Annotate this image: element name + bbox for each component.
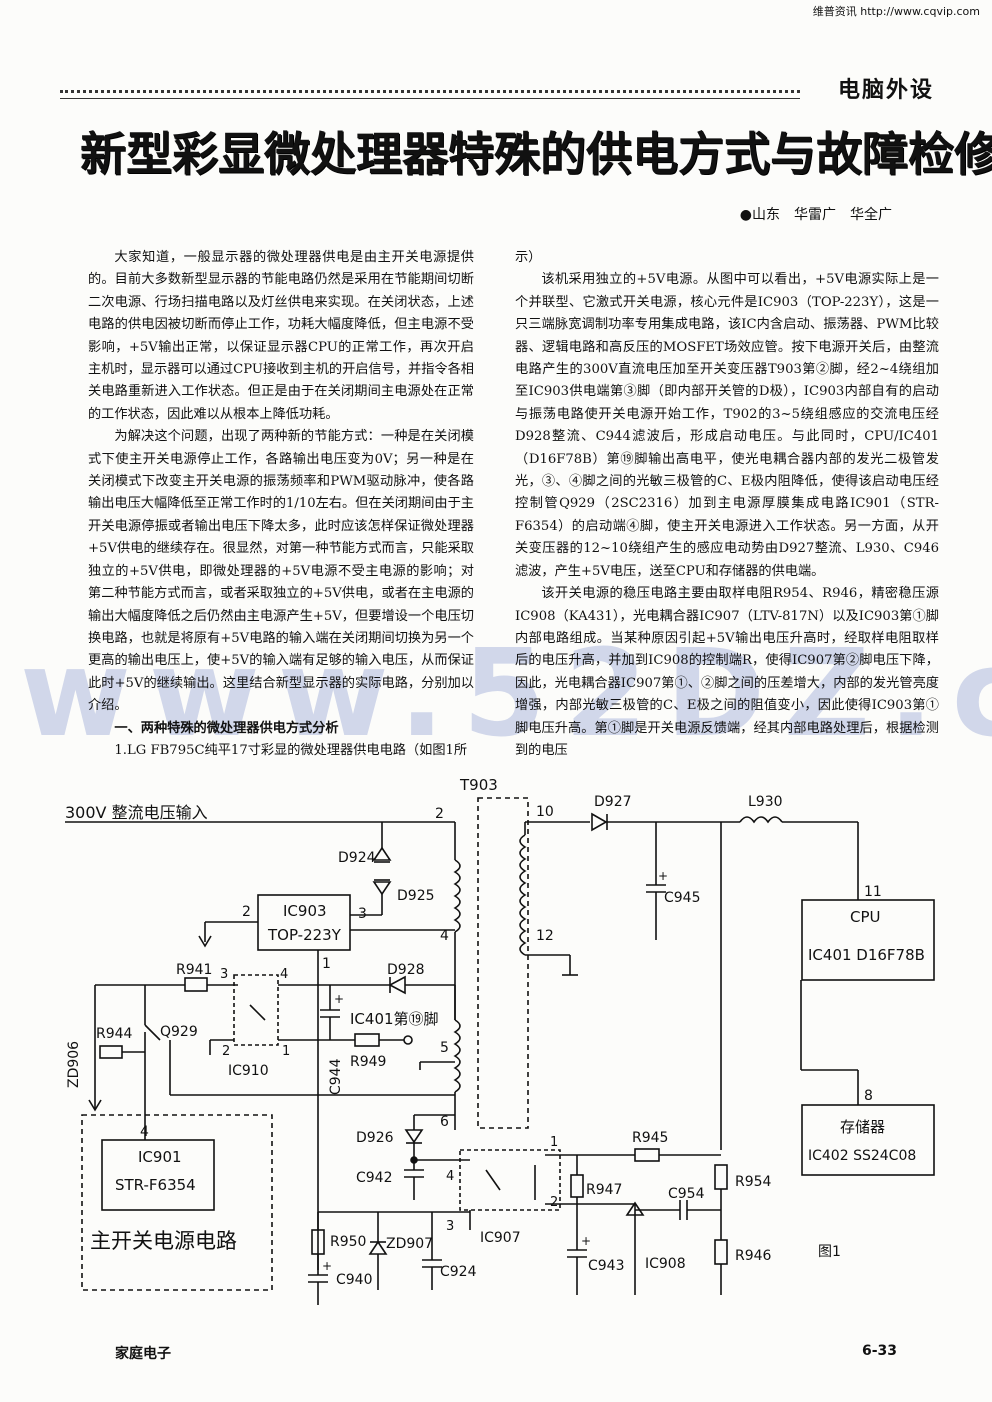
svg-text:2: 2 <box>242 904 251 920</box>
svg-text:+: + <box>581 1234 591 1248</box>
svg-text:CPU: CPU <box>850 908 881 926</box>
svg-text:R949: R949 <box>350 1054 386 1070</box>
paragraph: 大家知道，一般显示器的微处理器供电是由主开关电源提供的。目前大多数新型显示器的节… <box>88 250 474 422</box>
svg-text:2: 2 <box>550 1195 558 1210</box>
authors: ●山东 华雷广 华全广 <box>739 207 892 223</box>
svg-text:IC907: IC907 <box>480 1230 521 1246</box>
svg-text:STR-F6354: STR-F6354 <box>115 1176 196 1194</box>
svg-text:C944: C944 <box>328 1058 344 1095</box>
svg-text:C954: C954 <box>668 1186 705 1202</box>
circuit-schematic: 300V 整流电压输入 T903 2 4 5 6 10 12 D927 L930… <box>65 776 935 1305</box>
cpu-block <box>801 899 935 981</box>
svg-text:ZD907: ZD907 <box>386 1236 433 1252</box>
svg-text:12: 12 <box>536 928 554 944</box>
magazine-name: 家庭电子 <box>115 1346 171 1362</box>
section-heading: 一、两种特殊的微处理器供电方式分析 <box>114 720 339 736</box>
article-title: 新型彩显微处理器特殊的供电方式与故障检修 <box>80 127 992 181</box>
paragraph: 该开关电源的稳压电路主要由取样电阻R954、R946，精密稳压源IC908（KA… <box>515 586 939 758</box>
svg-text:3: 3 <box>446 1219 454 1234</box>
svg-text:R941: R941 <box>176 962 212 978</box>
right-column: 示） 该机采用独立的+5V电源。从图中可以看出，+5V电源实际上是一个并联型、它… <box>515 247 939 762</box>
svg-text:1: 1 <box>550 1135 558 1150</box>
svg-text:5: 5 <box>440 1040 449 1056</box>
page-number: 6-33 <box>861 1343 897 1359</box>
svg-text:2: 2 <box>222 1044 230 1059</box>
svg-text:C945: C945 <box>664 890 701 906</box>
svg-text:D926: D926 <box>356 1130 394 1146</box>
svg-text:2: 2 <box>435 806 444 822</box>
svg-text:图1: 图1 <box>818 1244 841 1260</box>
source-watermark: 维普资讯 http://www.cqvip.com <box>812 5 980 18</box>
svg-text:L930: L930 <box>748 794 783 810</box>
svg-text:IC401 D16F78B: IC401 D16F78B <box>808 946 925 964</box>
svg-text:主开关电源电路: 主开关电源电路 <box>90 1229 237 1253</box>
svg-text:D924: D924 <box>338 850 376 866</box>
paragraph: 1.LG FB795C纯平17寸彩显的微处理器供电电路（如图1所 <box>114 742 468 758</box>
ic901-block <box>101 1139 215 1211</box>
svg-text:4: 4 <box>446 1169 454 1184</box>
svg-text:存储器: 存储器 <box>840 1118 885 1136</box>
svg-text:R944: R944 <box>96 1026 133 1042</box>
left-column: 大家知道，一般显示器的微处理器供电是由主开关电源提供的。目前大多数新型显示器的节… <box>88 247 474 762</box>
paragraph: 为解决这个问题，出现了两种新的节能方式：一种是在关闭模式下使主开关电源停止工作，… <box>88 429 474 714</box>
svg-text:D925: D925 <box>397 888 435 904</box>
main-psu-dashed-box <box>81 1114 273 1291</box>
svg-text:D928: D928 <box>387 962 425 978</box>
svg-text:6: 6 <box>440 1114 449 1130</box>
svg-text:IC401第⑲脚: IC401第⑲脚 <box>350 1010 439 1028</box>
svg-text:4: 4 <box>140 1124 149 1140</box>
svg-text:D927: D927 <box>594 794 632 810</box>
svg-text:Q929: Q929 <box>160 1024 198 1040</box>
svg-text:3: 3 <box>358 906 367 922</box>
paragraph: 该机采用独立的+5V电源。从图中可以看出，+5V电源实际上是一个并联型、它激式开… <box>515 272 939 579</box>
paragraph: 示） <box>515 250 542 265</box>
svg-text:TOP-223Y: TOP-223Y <box>267 926 342 944</box>
svg-text:R950: R950 <box>330 1234 366 1250</box>
svg-text:C943: C943 <box>588 1258 625 1274</box>
svg-text:IC903: IC903 <box>283 902 327 920</box>
column-label: 电脑外设 <box>837 78 934 103</box>
svg-text:ZD906: ZD906 <box>66 1041 82 1088</box>
svg-text:C940: C940 <box>336 1272 373 1288</box>
header-dotted-rule <box>60 90 800 101</box>
svg-text:R945: R945 <box>632 1130 668 1146</box>
transformer-label: T903 <box>459 776 498 794</box>
transformer-core <box>477 797 529 1129</box>
svg-text:4: 4 <box>440 928 449 944</box>
svg-text:IC908: IC908 <box>645 1256 686 1272</box>
svg-text:IC402 SS24C08: IC402 SS24C08 <box>808 1148 916 1164</box>
primary-winding <box>453 859 461 933</box>
d927-diode <box>591 812 608 832</box>
svg-text:IC910: IC910 <box>228 1063 269 1079</box>
site-watermark: www.52DZ.com <box>20 625 992 764</box>
memory-block <box>801 1104 935 1176</box>
svg-text:1: 1 <box>322 956 331 972</box>
svg-text:+: + <box>322 1259 332 1273</box>
aux-winding <box>453 1019 461 1093</box>
input-label: 300V 整流电压输入 <box>65 803 208 822</box>
svg-text:10: 10 <box>536 804 554 820</box>
secondary-winding <box>519 834 527 956</box>
svg-text:1: 1 <box>282 1044 290 1059</box>
l930-inductor <box>739 816 783 824</box>
svg-text:C942: C942 <box>356 1170 393 1186</box>
svg-text:C924: C924 <box>440 1264 477 1280</box>
svg-text:+: + <box>658 869 668 883</box>
svg-text:R946: R946 <box>735 1248 772 1264</box>
header-rule <box>60 98 800 103</box>
svg-text:R954: R954 <box>735 1174 772 1190</box>
svg-text:IC901: IC901 <box>138 1148 182 1166</box>
svg-text:8: 8 <box>864 1088 873 1104</box>
svg-text:R947: R947 <box>586 1182 622 1198</box>
svg-text:11: 11 <box>864 884 882 900</box>
svg-text:+: + <box>334 992 344 1006</box>
svg-text:4: 4 <box>280 967 288 982</box>
svg-text:3: 3 <box>220 967 228 982</box>
